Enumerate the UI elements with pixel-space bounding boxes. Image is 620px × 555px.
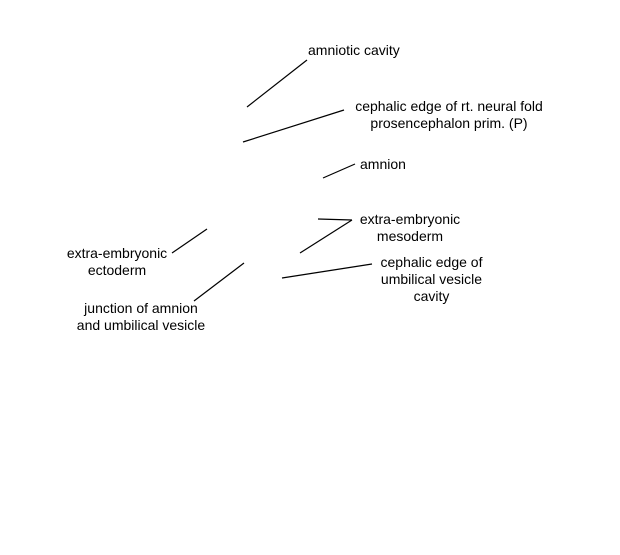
leader-mesoderm-lower [299, 219, 353, 254]
label-amniotic-cavity: amniotic cavity [308, 42, 400, 59]
label-line: cephalic edge of rt. neural fold [355, 98, 543, 114]
leader-amniotic-cavity [246, 59, 308, 108]
leader-umbilical-vesicle-cavity [281, 263, 373, 279]
label-extra-embryonic-ectoderm: extra-embryonic ectoderm [61, 245, 173, 279]
label-junction-amnion-umbilical-vesicle: junction of amnion and umbilical vesicle [70, 300, 212, 334]
label-line: amnion [360, 156, 406, 172]
leader-cephalic-edge-neural-fold [242, 109, 345, 143]
label-extra-embryonic-mesoderm: extra-embryonic mesoderm [355, 211, 465, 245]
leader-junction-amnion-vesicle [193, 262, 245, 302]
label-line: ectoderm [87, 262, 147, 278]
label-line: extra-embryonic [359, 211, 461, 227]
label-line: mesoderm [376, 228, 444, 244]
label-line: and umbilical vesicle [76, 317, 206, 333]
label-line: prosencephalon prim. (P) [370, 115, 528, 131]
leader-amnion [322, 163, 356, 179]
label-cephalic-edge-umbilical-vesicle: cephalic edge of umbilical vesicle cavit… [374, 254, 489, 305]
label-line: extra-embryonic [66, 245, 168, 261]
leader-mesoderm-upper [317, 218, 353, 221]
leader-ectoderm [171, 228, 208, 254]
label-line: cephalic edge of [380, 254, 483, 270]
label-line: cavity [413, 288, 450, 304]
label-line: amniotic cavity [308, 42, 400, 58]
label-amnion: amnion [360, 156, 406, 173]
label-cephalic-edge-neural-fold: cephalic edge of rt. neural fold prosenc… [349, 98, 549, 132]
label-line: junction of amnion [84, 300, 198, 316]
label-line: umbilical vesicle [380, 271, 483, 287]
